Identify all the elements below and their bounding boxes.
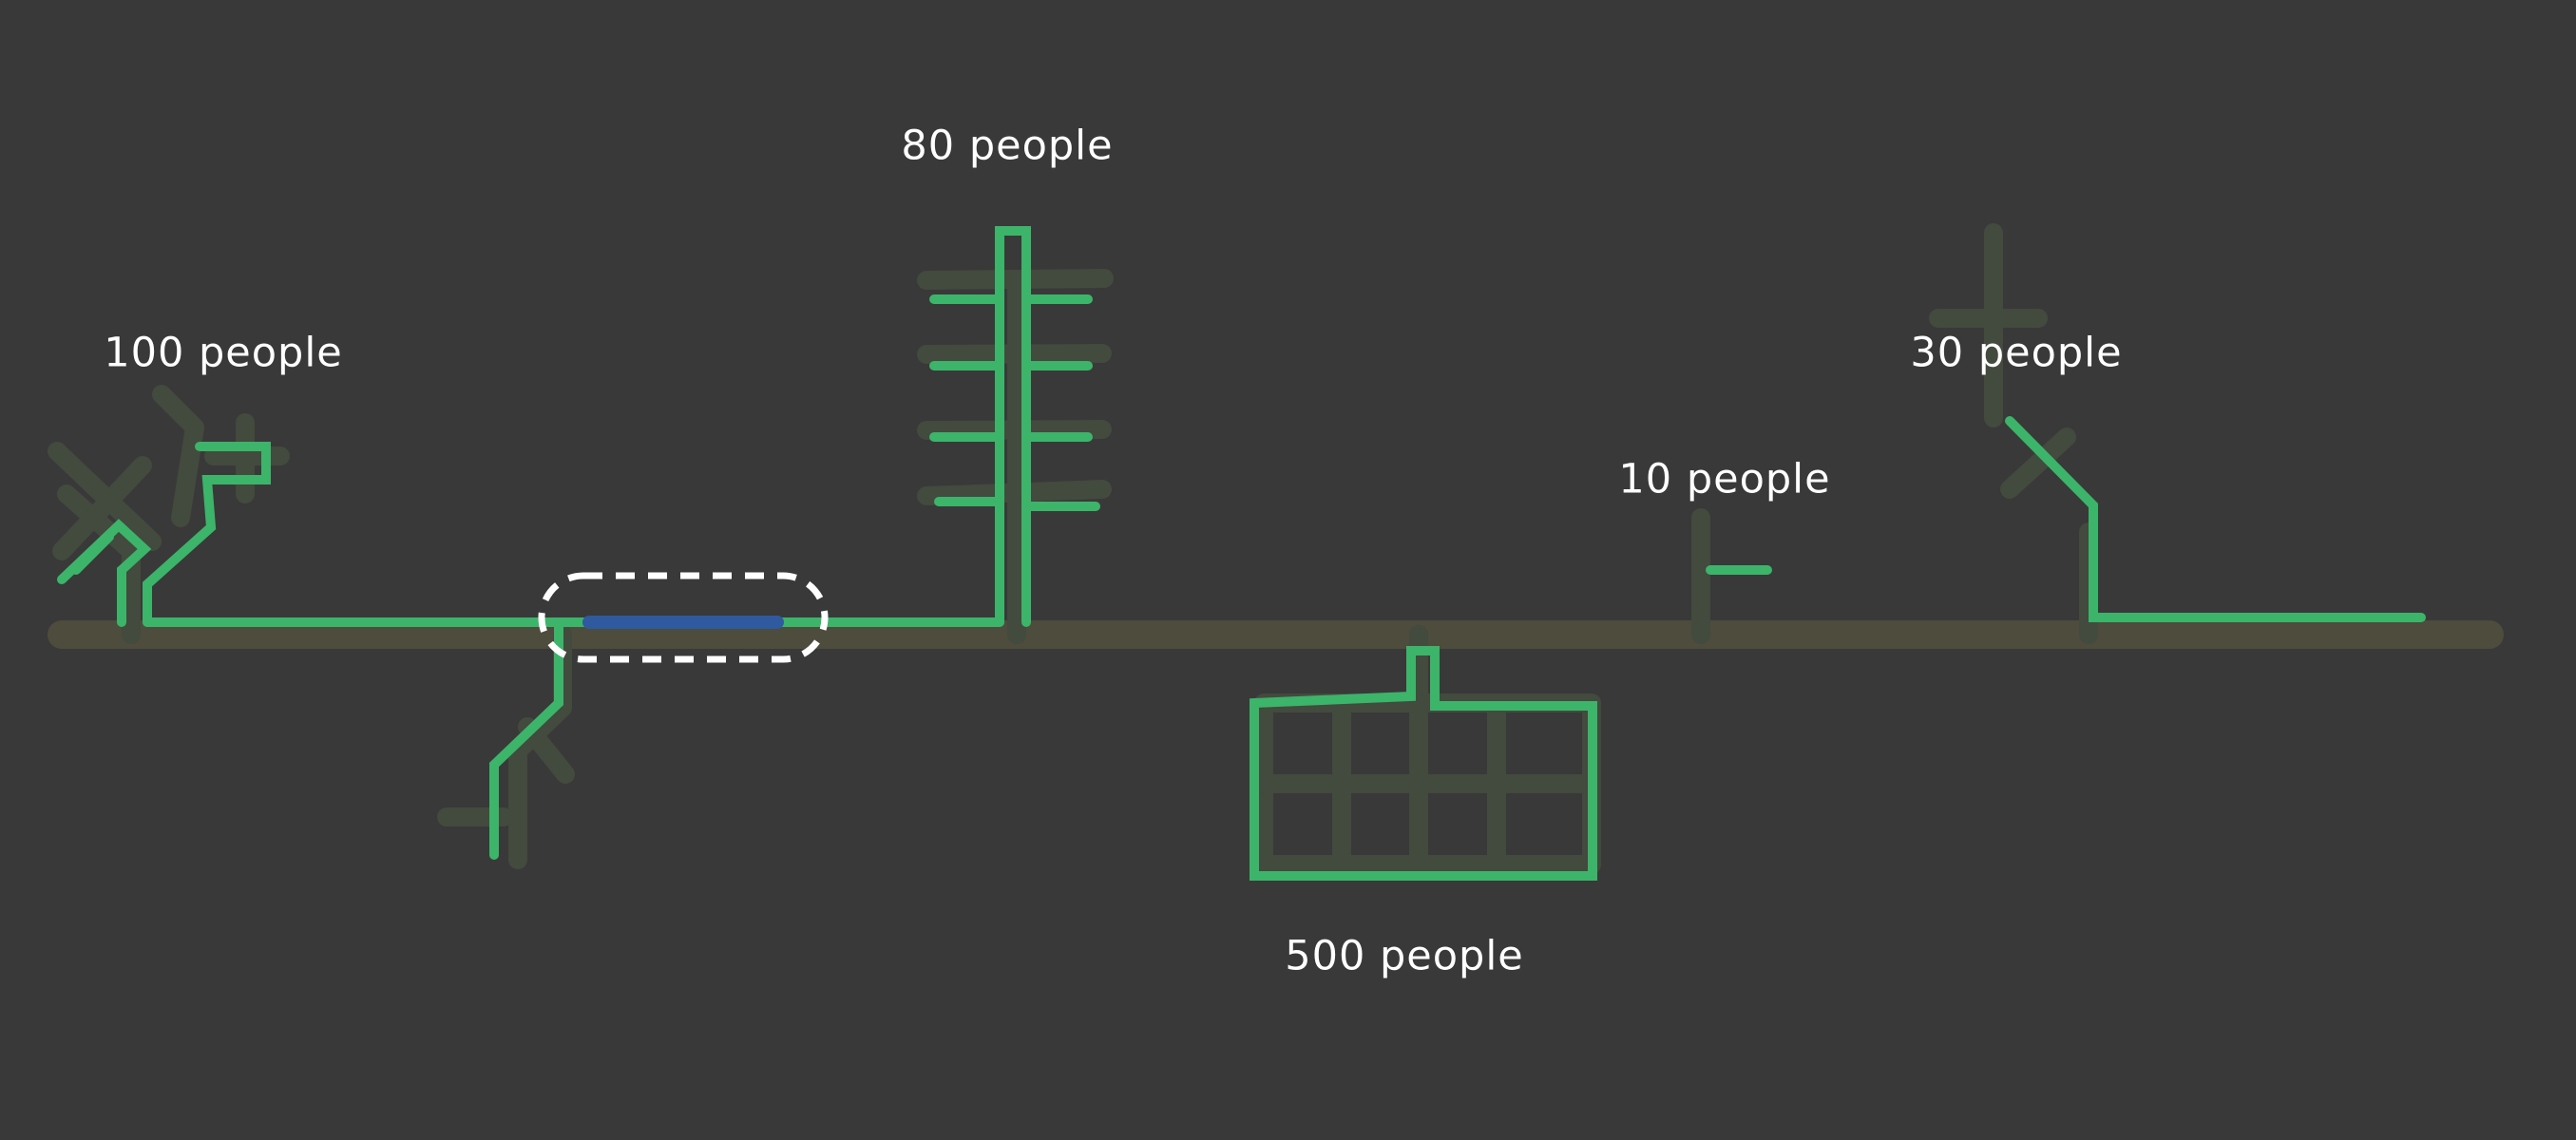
faded-branches: [48, 223, 2098, 874]
label-100-people: 100 people: [104, 329, 343, 377]
selection-outline[interactable]: [538, 572, 829, 663]
active-network: [57, 226, 2426, 881]
label-500-people: 500 people: [1285, 932, 1524, 980]
label-30-people: 30 people: [1910, 329, 2123, 377]
label-80-people: 80 people: [901, 122, 1114, 170]
label-10-people: 10 people: [1618, 455, 1831, 504]
